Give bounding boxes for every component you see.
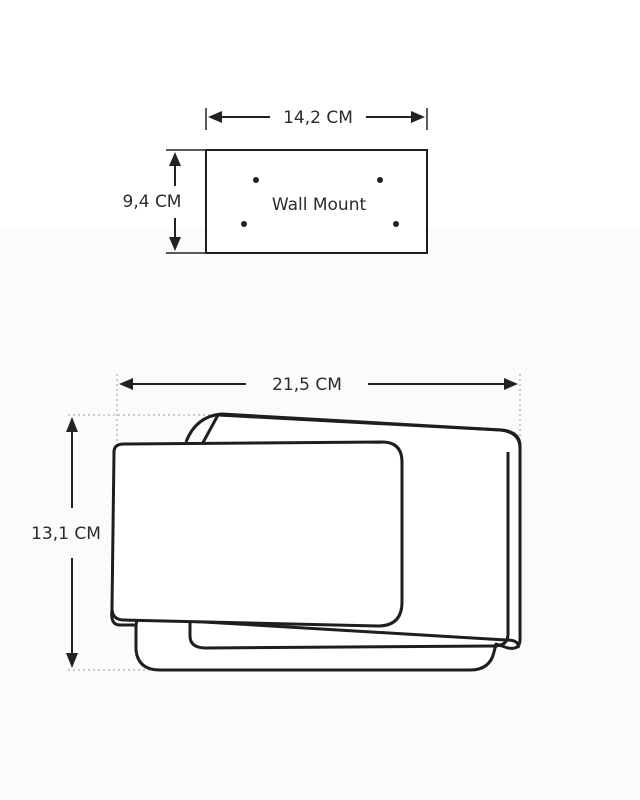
arrow-down-icon bbox=[169, 237, 181, 251]
arrow-down-icon bbox=[66, 653, 78, 668]
wall-mount-width-label: 14,2 CM bbox=[283, 108, 353, 128]
wall-mount-width-dimension: 14,2 CM bbox=[205, 108, 428, 130]
arrow-up-icon bbox=[169, 152, 181, 166]
mount-hole-top-right bbox=[377, 177, 383, 183]
lamp-width-dimension: 21,5 CM bbox=[116, 374, 521, 452]
wall-mount-group: 14,2 CM 9,4 CM Wall Mount bbox=[123, 108, 428, 254]
lamp-height-label: 13,1 CM bbox=[31, 524, 101, 544]
wall-mount-plate bbox=[205, 149, 428, 254]
mount-hole-bottom-left bbox=[241, 221, 247, 227]
wall-mount-height-label: 9,4 CM bbox=[123, 192, 182, 212]
wall-mount-label: Wall Mount bbox=[272, 195, 367, 215]
arrow-up-icon bbox=[66, 417, 78, 432]
arrow-right-icon bbox=[411, 111, 425, 123]
lamp-height-dimension: 13,1 CM bbox=[31, 414, 215, 671]
arrow-left-icon bbox=[208, 111, 222, 123]
arrow-left-icon bbox=[119, 378, 133, 390]
lamp-front-panel bbox=[110, 440, 404, 628]
wall-mount-height-dimension: 9,4 CM bbox=[123, 149, 206, 254]
mount-hole-bottom-right bbox=[393, 221, 399, 227]
lamp-width-label: 21,5 CM bbox=[272, 375, 342, 395]
lamp-rear-top-edge bbox=[184, 412, 522, 640]
arrow-right-icon bbox=[504, 378, 518, 390]
lamp-group: 21,5 CM 13,1 CM bbox=[31, 374, 522, 672]
mount-hole-top-left bbox=[253, 177, 259, 183]
